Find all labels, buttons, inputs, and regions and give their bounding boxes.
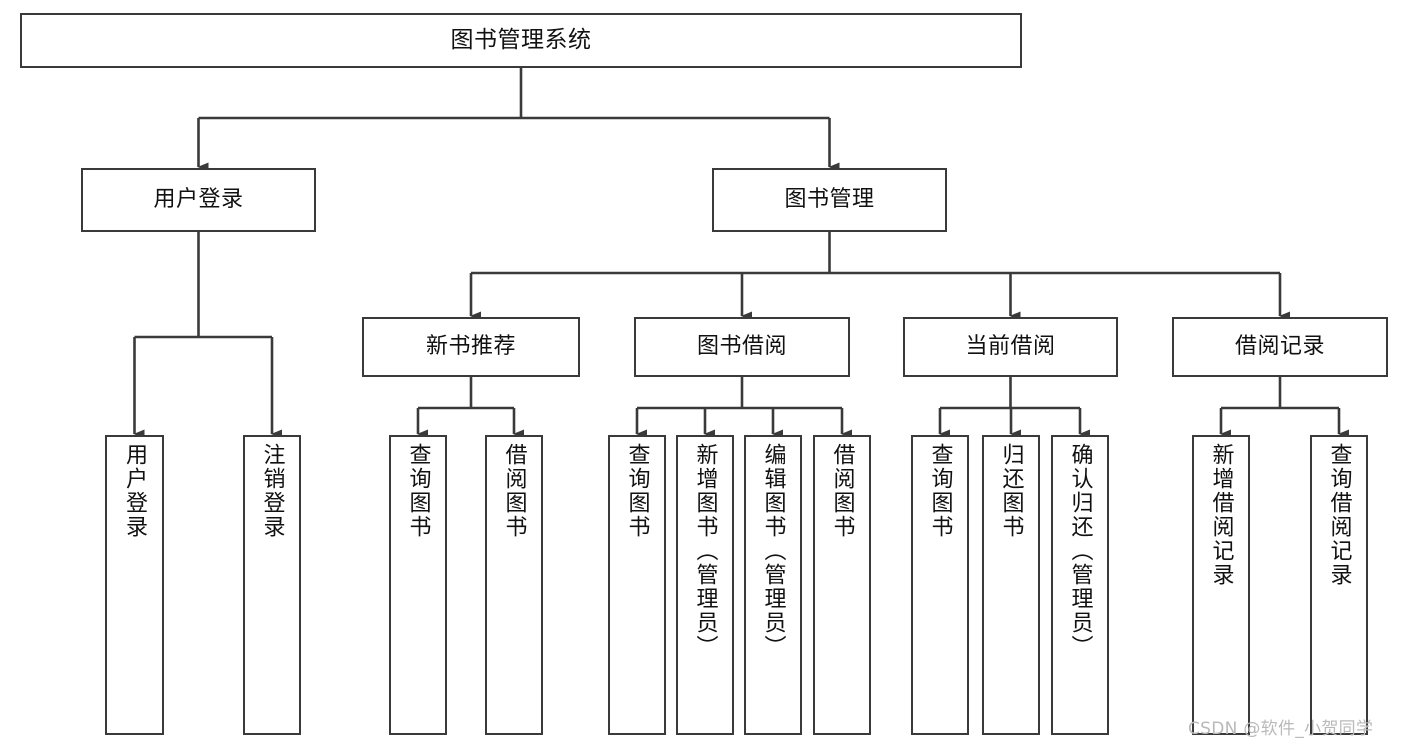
node-label-book-manage: 图书管理 [784,187,875,213]
node-leaf-brw-query[interactable]: 查询图书 [608,435,666,735]
node-label-leaf-cur-return: 归还图书 [998,443,1024,539]
node-label-leaf-brw-query: 查询图书 [624,443,650,539]
node-label-leaf-user-logout: 注销登录 [259,443,285,539]
csdn-watermark: CSDN @软件_小贺同学 [1188,719,1374,739]
node-label-leaf-brw-add: 新增图书（管理员） [692,443,718,659]
node-leaf-cur-confirm[interactable]: 确认归还（管理员） [1051,435,1109,735]
node-leaf-rcd-query[interactable]: 查询借阅记录 [1310,435,1368,735]
node-label-leaf-brw-borrow: 借阅图书 [829,443,855,539]
node-label-root: 图书管理系统 [450,27,592,54]
node-book-manage[interactable]: 图书管理 [712,168,947,232]
node-leaf-brw-edit[interactable]: 编辑图书（管理员） [744,435,802,735]
node-label-book-borrow: 图书借阅 [696,334,787,360]
node-label-leaf-rcd-add: 新增借阅记录 [1208,443,1234,587]
node-user-login[interactable]: 用户登录 [81,168,316,232]
node-book-borrow[interactable]: 图书借阅 [634,317,850,377]
node-label-leaf-rec-borrow: 借阅图书 [501,443,527,539]
node-label-borrow-record: 借阅记录 [1234,334,1325,360]
node-label-current-borrow: 当前借阅 [965,334,1056,360]
node-new-book-rec[interactable]: 新书推荐 [362,317,580,377]
node-borrow-record[interactable]: 借阅记录 [1172,317,1388,377]
node-leaf-user-logout[interactable]: 注销登录 [243,435,301,735]
node-label-leaf-cur-query: 查询图书 [927,443,953,539]
node-leaf-brw-borrow[interactable]: 借阅图书 [813,435,871,735]
node-leaf-rec-query[interactable]: 查询图书 [389,435,447,735]
node-root[interactable]: 图书管理系统 [20,13,1022,68]
node-leaf-user-login[interactable]: 用户登录 [105,435,164,735]
node-label-leaf-rec-query: 查询图书 [405,443,431,539]
node-label-new-book-rec: 新书推荐 [425,334,516,360]
node-leaf-brw-add[interactable]: 新增图书（管理员） [676,435,734,735]
node-leaf-rec-borrow[interactable]: 借阅图书 [485,435,543,735]
node-label-leaf-user-login: 用户登录 [122,443,148,539]
node-label-leaf-brw-edit: 编辑图书（管理员） [760,443,786,659]
node-label-leaf-cur-confirm: 确认归还（管理员） [1067,443,1093,659]
node-label-leaf-rcd-query: 查询借阅记录 [1326,443,1352,587]
node-label-user-login: 用户登录 [153,187,244,213]
node-leaf-rcd-add[interactable]: 新增借阅记录 [1192,435,1250,735]
node-leaf-cur-return[interactable]: 归还图书 [982,435,1040,735]
node-current-borrow[interactable]: 当前借阅 [903,317,1118,377]
node-leaf-cur-query[interactable]: 查询图书 [911,435,969,735]
